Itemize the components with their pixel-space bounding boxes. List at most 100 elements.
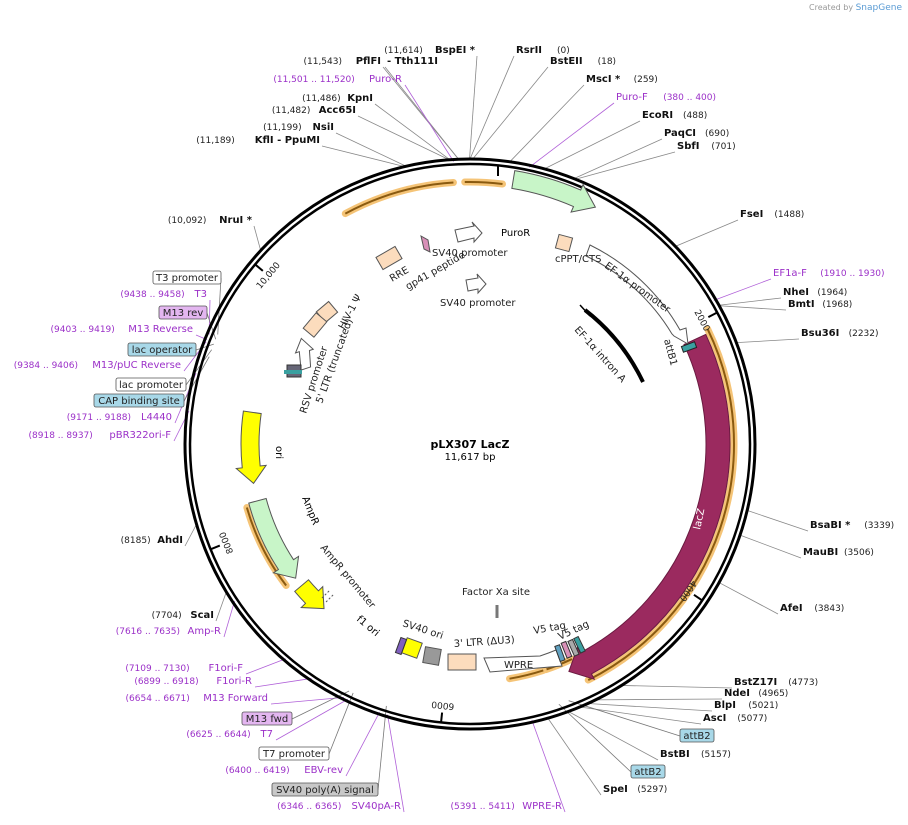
enzyme-pos-15: (1964) [817, 288, 847, 298]
enzyme-25: BlpI [714, 700, 736, 711]
primer-pos-15: (5391 .. 5411) [451, 802, 515, 812]
feature-arrow-1 [568, 333, 731, 681]
enzyme-12: SbfI [677, 141, 699, 152]
primer-9: F1ori-F [209, 663, 244, 674]
enzyme-pos-25: (5021) [748, 701, 778, 711]
primer-6: L4440 [141, 412, 172, 423]
label-ori: ori [273, 446, 284, 459]
primer-pos-1: (380 .. 400) [663, 93, 716, 103]
feature-arrow-2 [235, 410, 268, 485]
enzyme-15: NheI [783, 287, 809, 298]
feature-arrow-3 [248, 497, 300, 579]
label-ef1a-intron: EF-1α intron A [572, 325, 628, 385]
enzyme-18: BsaBI * [810, 520, 851, 531]
enzyme-labels: BspEI *(11,614)RsrII(0)PflFI(11,543)- Tt… [121, 45, 894, 795]
tick-label-2: 6000 [431, 698, 455, 710]
boxed-label-bg-2 [127, 342, 197, 357]
boxed-label-0: T3 promoter [155, 273, 219, 284]
feature-arrow-4 [294, 579, 325, 610]
primer-10: F1ori-R [216, 676, 252, 687]
boxed-label-9: attB2 [634, 767, 661, 778]
enzyme-13: FseI [740, 209, 763, 220]
boxed-label-bg-1 [158, 305, 208, 320]
enzyme-27: BstBI [660, 749, 690, 760]
label-puror: PuroR [501, 228, 530, 239]
backbone-inner [188, 162, 752, 726]
primer-3: T3 [194, 289, 207, 300]
enzyme-pos-22: (7704) [152, 611, 182, 621]
enzyme-pos-7: (11,482) [272, 106, 311, 116]
enzyme-pos-27: (5157) [701, 750, 731, 760]
enzyme-6: KpnI [347, 93, 373, 104]
tick-3 [210, 544, 221, 551]
ampr-promoter-glyph [321, 589, 335, 603]
primer-7: pBR322ori-F [109, 430, 171, 441]
enzyme-4: BstEII [550, 56, 583, 67]
boxed-label-bg-7 [271, 782, 379, 797]
snapgene-brand: SnapGene [855, 3, 902, 13]
enzyme-3: - Tth111I [387, 56, 438, 67]
enzyme-28: SpeI [603, 784, 628, 795]
primer-1: Puro-F [616, 92, 648, 103]
enzyme-pos-2: (11,543) [303, 57, 342, 67]
wpre-box [483, 649, 563, 673]
primer-pos-9: (7109 .. 7130) [125, 664, 189, 674]
enzyme-pos-16: (1968) [822, 300, 852, 310]
enzyme-7: Acc65I [319, 105, 356, 116]
rre-box [375, 245, 403, 271]
tick-2 [440, 712, 444, 723]
boxed-label-bg-8 [679, 728, 715, 743]
primer-pos-13: (6400 .. 6419) [225, 766, 289, 776]
enzyme-pos-21: (3843) [814, 604, 844, 614]
cppt-cts-box [554, 233, 574, 253]
primer-14: SV40pA-R [352, 801, 401, 812]
boxed-label-bg-0 [152, 270, 222, 285]
primer-0: Puro-R [369, 74, 402, 85]
primer-13: EBV-rev [304, 765, 343, 776]
gp41-peptide-glyph [420, 234, 431, 253]
enzyme-pos-17: (2232) [849, 329, 879, 339]
rsv-promoter-arrow [294, 337, 315, 371]
tick-1 [693, 593, 703, 602]
tick-label-0: 2000 [691, 308, 711, 333]
label-lacz: lacZ [692, 507, 707, 530]
boxed-label-4: CAP binding site [98, 396, 180, 407]
enzyme-pos-4: (18) [598, 57, 616, 67]
label-ltr3: 3' LTR (ΔU3) [453, 635, 515, 650]
enzyme-pos-19: (3506) [844, 548, 874, 558]
enzyme-16: BmtI [788, 299, 815, 310]
enzyme-24: NdeI [724, 688, 750, 699]
label-attb1: attB1 [661, 338, 679, 367]
enzyme-21: AfeI [780, 603, 803, 614]
label-ampr: AmpR [299, 495, 320, 527]
feature-arrow-0 [511, 170, 597, 213]
enzyme-pos-6: (11,486) [302, 94, 341, 104]
primer-pos-6: (9171 .. 9188) [67, 413, 131, 423]
enzyme-11: KflI - PpuMI [255, 135, 320, 146]
enzyme-14: NruI * [219, 215, 253, 226]
enzyme-17: Bsu36I [801, 328, 839, 339]
credit: Created by SnapGene [809, 3, 902, 13]
enzyme-pos-1: (0) [557, 46, 570, 56]
enzyme-pos-23: (4773) [788, 678, 818, 688]
boxed-label-2: lac operator [132, 345, 193, 356]
boxed-label-6: T7 promoter [262, 749, 326, 760]
attb1-box [680, 341, 698, 353]
feature-glyphs [284, 221, 698, 673]
enzyme-10: PaqCI [664, 128, 696, 139]
enzyme-pos-9: (11,199) [263, 123, 302, 133]
plasmid-size: 11,617 bp [445, 452, 496, 463]
enzyme-pos-14: (10,092) [168, 216, 207, 226]
credit-prefix: Created by [809, 3, 854, 12]
label-cppt-cts: cPPT/CTS [555, 254, 601, 265]
sv40-promoter-arrow-1 [454, 221, 483, 244]
primer-pos-10: (6899 .. 6918) [134, 677, 198, 687]
boxed-label-bg-3 [115, 377, 187, 392]
primer-8: Amp-R [188, 626, 222, 637]
enzyme-0: BspEI * [435, 45, 476, 56]
primer-pos-5: (9384 .. 9406) [14, 361, 78, 371]
leader-lines [173, 55, 809, 813]
label-sv40-promoter-2: SV40 promoter [440, 298, 516, 309]
enzyme-pos-24: (4965) [758, 689, 788, 699]
